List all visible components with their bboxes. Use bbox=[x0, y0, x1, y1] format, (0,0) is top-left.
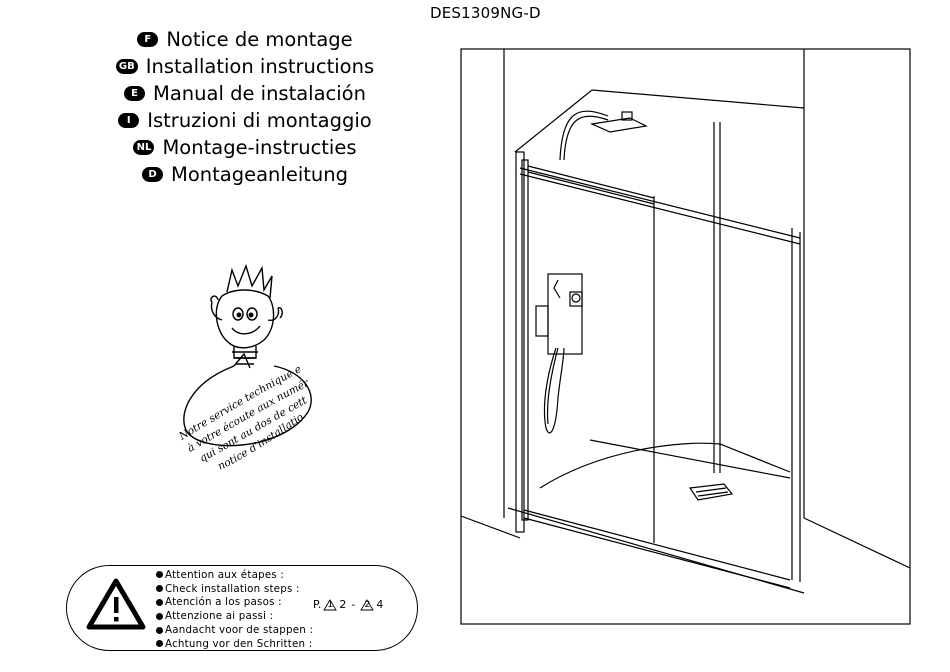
title-german: D Montageanleitung bbox=[100, 161, 390, 188]
title-spanish: E Manual de instalación bbox=[100, 80, 390, 107]
step-line-german: Achtung vor den Schritten : bbox=[156, 637, 316, 651]
language-badge: NL bbox=[133, 140, 155, 155]
title-french: F Notice de montage bbox=[100, 26, 390, 53]
model-number: DES1309NG-D bbox=[430, 4, 541, 22]
service-note-text: Notre service technique est à votre écou… bbox=[172, 352, 312, 472]
language-badge: D bbox=[142, 167, 164, 182]
step-line-dutch: Aandacht voor de stappen : bbox=[156, 623, 316, 637]
installation-steps-warning: Attention aux étapes : Check installatio… bbox=[66, 565, 418, 651]
bullet-icon bbox=[156, 585, 163, 593]
title-dutch: NL Montage-instructies bbox=[100, 134, 390, 161]
lightbulb-mascot-icon bbox=[183, 263, 312, 447]
step-line-french: Attention aux étapes : bbox=[156, 568, 316, 582]
title-english: GB Installation instructions bbox=[100, 53, 390, 80]
steps-list: Attention aux étapes : Check installatio… bbox=[156, 568, 316, 651]
step-triangle-icon: 1 bbox=[323, 598, 338, 611]
bullet-icon bbox=[156, 640, 163, 648]
title-text: Installation instructions bbox=[145, 55, 375, 78]
title-italian: I Istruzioni di montaggio bbox=[100, 107, 390, 134]
title-text: Notice de montage bbox=[166, 28, 353, 51]
shower-door-drawing bbox=[460, 48, 911, 625]
step-line-italian: Attenzione ai passi : bbox=[156, 609, 316, 623]
title-text: Montageanleitung bbox=[171, 163, 348, 186]
step-line-english: Check installation steps : bbox=[156, 582, 316, 596]
shower-enclosure-illustration bbox=[460, 48, 912, 630]
bullet-icon bbox=[156, 598, 163, 606]
language-badge: E bbox=[124, 86, 146, 101]
bullet-icon bbox=[156, 571, 163, 579]
bullet-icon bbox=[156, 612, 163, 620]
title-text: Manual de instalación bbox=[153, 82, 366, 105]
title-text: Istruzioni di montaggio bbox=[147, 109, 372, 132]
step-line-spanish: Atención a los pasos : bbox=[156, 596, 316, 610]
page-reference: P. 1 2 - 2 4 bbox=[313, 598, 384, 611]
title-text: Montage-instructies bbox=[162, 136, 357, 159]
step-triangle-icon: 2 bbox=[360, 598, 375, 611]
warning-triangle-icon bbox=[86, 578, 146, 630]
language-badge: F bbox=[137, 32, 159, 47]
title-list: F Notice de montage GB Installation inst… bbox=[100, 26, 390, 188]
bullet-icon bbox=[156, 626, 163, 634]
service-mascot: Notre service technique est à votre écou… bbox=[172, 262, 322, 472]
language-badge: GB bbox=[115, 59, 138, 74]
language-badge: I bbox=[118, 113, 140, 128]
